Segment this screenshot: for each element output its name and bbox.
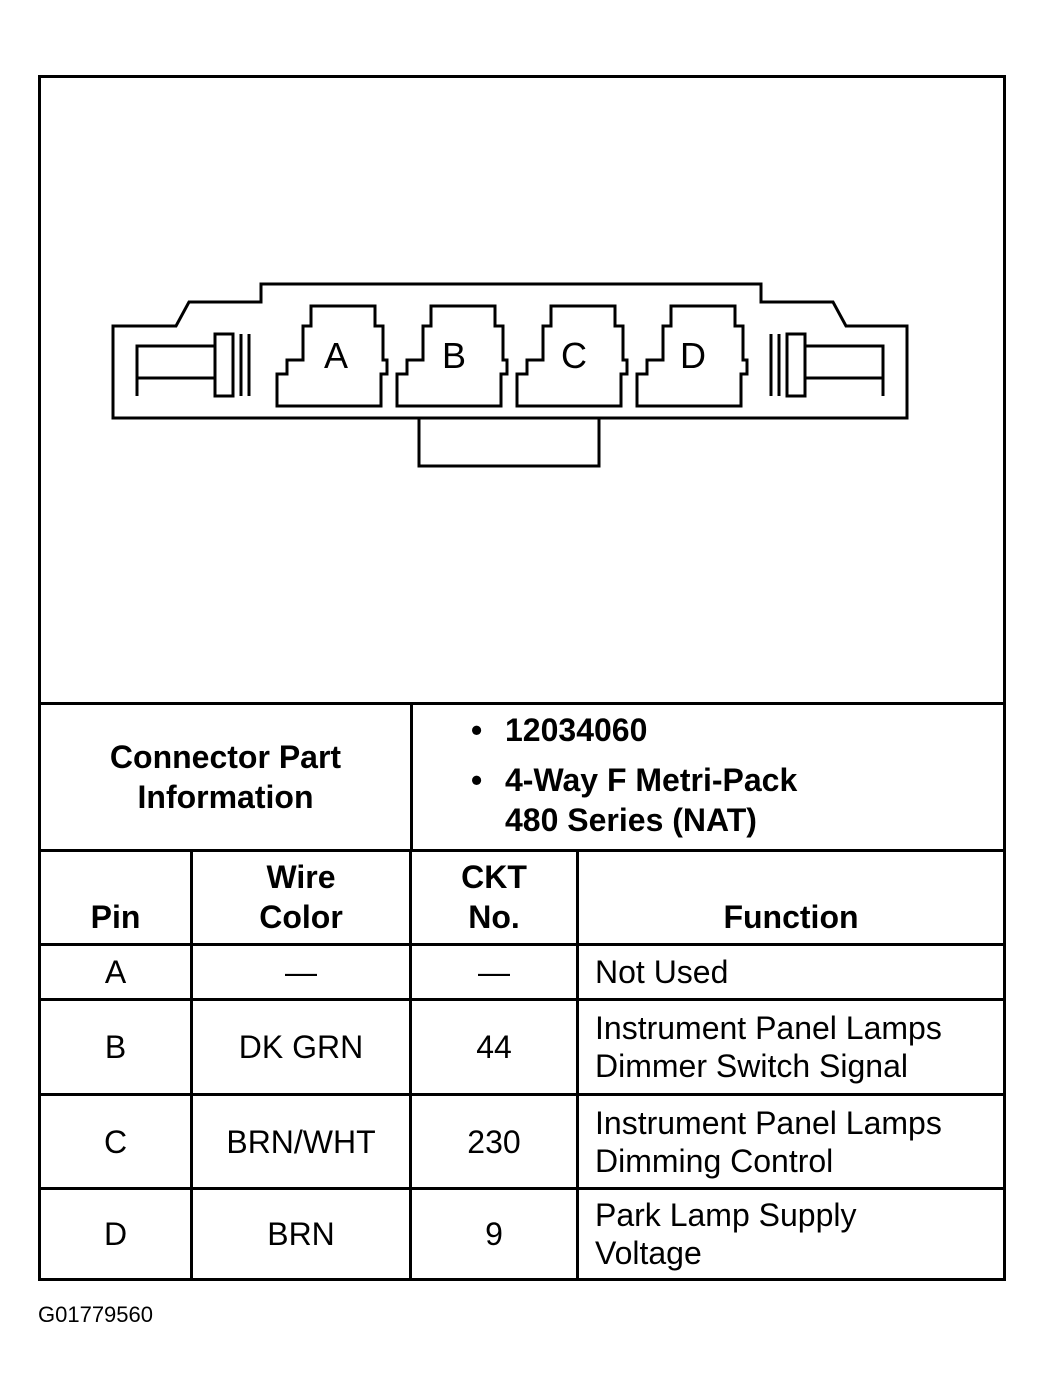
pin-d-label: D [680, 335, 706, 376]
table-row-b-pin: B [41, 1001, 190, 1093]
header-function: Function [579, 852, 1003, 943]
table-row-d-ckt: 9 [412, 1190, 576, 1278]
table-row-d-function: Park Lamp Supply Voltage [579, 1190, 1003, 1278]
part-description-line1: 4-Way F Metri-Pack [505, 762, 798, 798]
header-ckt-no: CKT No. [412, 852, 576, 943]
cell-wire-color: BRN/WHT [226, 1123, 376, 1160]
divider-diagram [41, 702, 1003, 705]
part-description-line2: 480 Series (NAT) [505, 802, 757, 838]
header-ckt-line2: No. [468, 899, 520, 935]
col-divider-2 [409, 849, 412, 1278]
table-row-c-ckt: 230 [412, 1096, 576, 1187]
table-row-b-wire: DK GRN [193, 1001, 409, 1093]
divider-header-bottom [41, 943, 1003, 946]
header-wire-color-line2: Color [259, 899, 343, 935]
cell-function-line1: Park Lamp Supply [595, 1197, 857, 1233]
cell-pin: A [104, 954, 127, 990]
connector-face-drawing: A B C D [111, 282, 909, 468]
header-ckt-line1: CKT [461, 859, 527, 895]
table-row-a-function: Not Used [579, 946, 1003, 998]
table-row-a-wire: — [193, 946, 409, 998]
part-info-label: Connector Part Information [41, 705, 410, 849]
part-info-label-line2: Information [137, 779, 314, 815]
figure-id: G01779560 [38, 1302, 153, 1327]
table-row-d-wire: BRN [193, 1190, 409, 1278]
part-info-label-line1: Connector Part [109, 739, 342, 775]
header-function-text: Function [723, 899, 859, 935]
pin-a-label: A [324, 335, 348, 376]
header-wire-color: Wire Color [193, 852, 409, 943]
part-info-details: • 12034060 • 4-Way F Metri-Pack 480 Seri… [413, 710, 1003, 849]
cell-ckt: — [478, 954, 510, 990]
part-number: 12034060 [505, 712, 648, 748]
cell-ckt: 230 [467, 1123, 521, 1160]
cell-function-line2: Dimming Control [595, 1142, 834, 1179]
bullet-icon: • [471, 712, 483, 748]
table-row-a-pin: A [41, 946, 190, 998]
table-row-c-wire: BRN/WHT [193, 1096, 409, 1187]
cell-wire-color: DK GRN [238, 1029, 364, 1065]
cell-pin: D [103, 1216, 128, 1252]
cell-function-line1: Not Used [595, 954, 729, 990]
cell-pin: C [103, 1123, 128, 1160]
bullet-icon: • [471, 762, 483, 798]
divider-row-c [41, 1187, 1003, 1190]
cell-ckt: 44 [476, 1029, 512, 1065]
header-pin-text: Pin [90, 899, 141, 935]
pin-b-label: B [442, 335, 466, 376]
cell-wire-color: — [285, 954, 317, 990]
cell-pin: B [104, 1029, 127, 1065]
divider-header-top [41, 849, 1003, 852]
connector-info-frame: A B C D Connector Part Information • 120… [38, 75, 1006, 1281]
table-row-d-pin: D [41, 1190, 190, 1278]
table-row-c-pin: C [41, 1096, 190, 1187]
table-row-b-function: Instrument Panel Lamps Dimmer Switch Sig… [579, 1001, 1003, 1093]
cell-ckt: 9 [485, 1216, 503, 1252]
col-divider-1 [190, 849, 193, 1278]
divider-row-b [41, 1093, 1003, 1096]
cell-function-line1: Instrument Panel Lamps [595, 1010, 942, 1046]
table-row-a-ckt: — [412, 946, 576, 998]
pin-c-label: C [561, 335, 587, 376]
cell-function-line1: Instrument Panel Lamps [595, 1104, 942, 1141]
header-wire-color-line1: Wire [266, 859, 336, 895]
divider-row-a [41, 998, 1003, 1001]
header-pin: Pin [41, 852, 190, 943]
table-row-b-ckt: 44 [412, 1001, 576, 1093]
col-divider-3 [576, 849, 579, 1278]
connector-diagram: A B C D [41, 78, 1003, 704]
divider-partinfo [410, 702, 413, 852]
table-row-c-function: Instrument Panel Lamps Dimming Control [579, 1096, 1003, 1187]
cell-function-line2: Voltage [595, 1235, 702, 1271]
cell-function-line2: Dimmer Switch Signal [595, 1048, 908, 1084]
cell-wire-color: BRN [267, 1216, 335, 1252]
